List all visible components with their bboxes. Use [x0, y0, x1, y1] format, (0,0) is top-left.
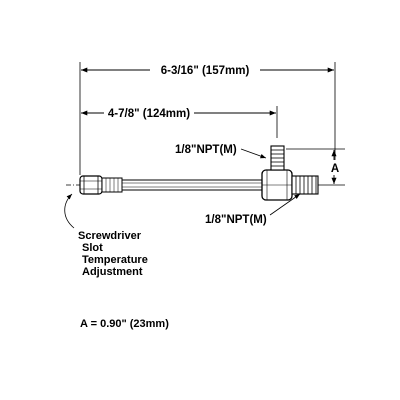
screwdriver-callout: Screwdriver Slot Temperature Adjustment [78, 230, 148, 278]
top-port-label: 1/8"NPT(M) [175, 144, 237, 156]
tube [121, 179, 263, 191]
dimension-note: A = 0.90" (23mm) [80, 318, 169, 330]
top-port-leader [240, 148, 267, 159]
callout-line-1: Screwdriver [78, 230, 142, 242]
end-port-label: 1/8"NPT(M) [205, 214, 267, 226]
a-dimension-label: A [331, 163, 339, 175]
extension-lines [79, 62, 345, 190]
callout-line-2: Slot [82, 242, 103, 254]
overall-length-label: 6-3/16" (157mm) [161, 65, 250, 77]
end-port-leader [269, 193, 301, 216]
adjustment-nut [79, 175, 123, 195]
screwdriver-leader [64, 193, 75, 229]
top-npt-fitting [270, 145, 285, 171]
callout-line-4: Adjustment [82, 266, 143, 278]
end-npt-fitting [291, 175, 319, 195]
tee-body [261, 169, 293, 201]
body-length-label: 4-7/8" (124mm) [108, 108, 190, 120]
callout-line-3: Temperature [82, 254, 148, 266]
